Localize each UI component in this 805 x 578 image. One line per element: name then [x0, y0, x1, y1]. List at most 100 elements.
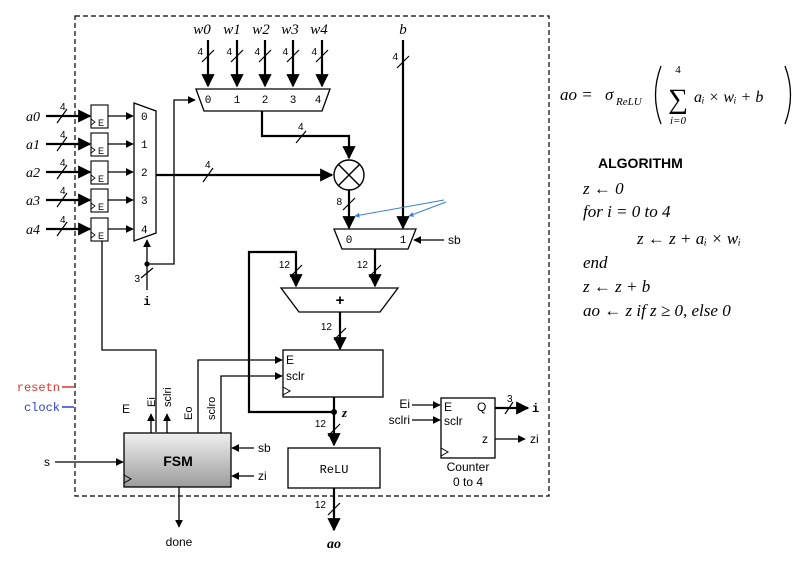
z-signal-label: z — [341, 405, 348, 420]
equation-body: aᵢ × wᵢ + b — [694, 89, 763, 106]
counter-label-line-1: Counter — [447, 460, 490, 474]
reg-a2-enable: E — [98, 174, 104, 184]
input-w2-label: w2 — [252, 22, 270, 38]
input-a3-label: a3 — [26, 194, 40, 209]
a3-width: 4 — [60, 186, 66, 197]
index-width: 3 — [134, 274, 140, 285]
weight-mux: 0 1 2 3 4 — [195, 88, 331, 112]
input-b-label: b — [399, 22, 407, 38]
activation-bus-width: 4 — [205, 160, 211, 171]
a2-width: 4 — [60, 158, 66, 169]
counter-label-line-2: 0 to 4 — [453, 475, 483, 489]
bias-width: 4 — [392, 52, 398, 63]
weight-mux-port-1: 1 — [234, 95, 241, 107]
fsm-block: FSM — [123, 432, 232, 488]
counter-port-sclr: sclr — [444, 414, 463, 428]
activation-inputs: a0 a1 a2 a3 a4 4 4 4 4 4 — [26, 102, 92, 238]
counter-input-sclri: sclri — [389, 413, 410, 427]
sign-extension-annotation — [354, 199, 447, 218]
accumulator-enable-port: E — [286, 353, 294, 367]
algorithm-title: ALGORITHM — [598, 155, 683, 171]
act-mux-port-3: 3 — [141, 196, 148, 208]
equation-sum-upper: 4 — [675, 64, 681, 76]
w3-width: 4 — [282, 47, 288, 58]
reg-a1-enable: E — [98, 146, 104, 156]
a4-width: 4 — [60, 215, 66, 226]
output-ao-label: ao — [327, 537, 341, 552]
fsm-output-eo: Eo — [183, 407, 195, 420]
algorithm-line-5: z ← z + b — [582, 277, 650, 296]
counter-port-q: Q — [477, 400, 486, 414]
accumulator-clear-port: sclr — [286, 369, 305, 383]
algorithm-line-1: z ← 0 — [582, 179, 624, 198]
w1-width: 4 — [226, 47, 232, 58]
equation-sum-lower: i=0 — [670, 115, 686, 127]
weight-mux-port-2: 2 — [262, 95, 269, 107]
datapath-boundary — [74, 15, 550, 497]
sign-mux: 0 1 sb — [333, 228, 461, 250]
bias-input: b 4 — [392, 22, 410, 230]
equation-sigma-subscript: ReLU — [615, 96, 643, 108]
sign-mux-port-0: 0 — [346, 235, 353, 247]
w2-width: 4 — [254, 47, 260, 58]
counter-output-zi: zi — [530, 432, 539, 446]
counter-output-i: i — [532, 402, 539, 416]
input-a2-label: a2 — [26, 166, 40, 181]
product-width: 8 — [336, 197, 342, 208]
weight-mux-port-0: 0 — [205, 95, 212, 107]
input-w4-label: w4 — [310, 22, 328, 38]
extended-width: 12 — [357, 260, 369, 271]
a0-width: 4 — [60, 102, 66, 113]
reg-a3-enable: E — [98, 202, 104, 212]
a1-width: 4 — [60, 130, 66, 141]
weight-mux-port-4: 4 — [315, 95, 322, 107]
act-mux-port-2: 2 — [141, 168, 148, 180]
sign-mux-port-1: 1 — [400, 235, 407, 247]
z-width: 12 — [315, 419, 327, 430]
weight-bus-width: 4 — [298, 122, 304, 133]
fsm-output-sclro: sclro — [206, 397, 218, 420]
fsm-label: FSM — [163, 453, 193, 469]
input-registers: E E E E E — [90, 104, 109, 242]
w0-width: 4 — [197, 47, 203, 58]
equation-sum-symbol: ∑ — [668, 84, 688, 115]
counter-port-z: z — [482, 432, 488, 446]
weight-inputs: w0 w1 w2 w3 w4 4 4 4 4 4 — [193, 22, 329, 88]
activation-mux: 0 1 2 3 4 — [133, 102, 157, 242]
counter-block: E sclr Q z Counter 0 to 4 — [440, 397, 496, 489]
input-a1-label: a1 — [26, 138, 40, 153]
fsm-output-ei: Ei — [146, 397, 158, 407]
weight-mux-port-3: 3 — [290, 95, 297, 107]
counter-port-e: E — [444, 400, 452, 414]
algorithm-line-3: z ← z + aᵢ × wᵢ — [636, 229, 741, 248]
fsm-output-e: E — [122, 402, 130, 416]
fsm-output-sclri: sclri — [162, 387, 174, 407]
counter-input-ei: Ei — [399, 397, 410, 411]
algorithm-line-2: for i = 0 to 4 — [583, 202, 671, 221]
adder: + — [279, 287, 400, 313]
algorithm-line-6: ao ← z if z ≥ 0, else 0 — [583, 301, 731, 320]
act-mux-port-4: 4 — [141, 225, 148, 237]
resetn-label: resetn — [17, 381, 60, 395]
counter-q-width: 3 — [507, 394, 513, 405]
index-i-label: i — [143, 295, 150, 309]
sign-mux-select-label: sb — [448, 233, 461, 247]
fsm-input-zi: zi — [258, 469, 267, 483]
input-a0-label: a0 — [26, 110, 40, 125]
fsm-input-sb: sb — [258, 441, 271, 455]
algorithm-line-4: end — [583, 253, 608, 272]
accumulator-register: E sclr — [282, 349, 384, 398]
reg-a4-enable: E — [98, 231, 104, 241]
input-w1-label: w1 — [223, 22, 241, 38]
w4-width: 4 — [311, 47, 317, 58]
multiplier — [333, 159, 365, 191]
algorithm-block: ALGORITHM z ← 0 for i = 0 to 4 z ← z + a… — [582, 155, 741, 320]
reg-a0-enable: E — [98, 118, 104, 128]
input-w3-label: w3 — [281, 22, 299, 38]
clock-label: clock — [24, 401, 60, 415]
output-width: 12 — [315, 500, 327, 511]
input-a4-label: a4 — [26, 223, 40, 238]
equation-sigma: σ — [605, 85, 614, 104]
adder-symbol: + — [336, 292, 345, 309]
